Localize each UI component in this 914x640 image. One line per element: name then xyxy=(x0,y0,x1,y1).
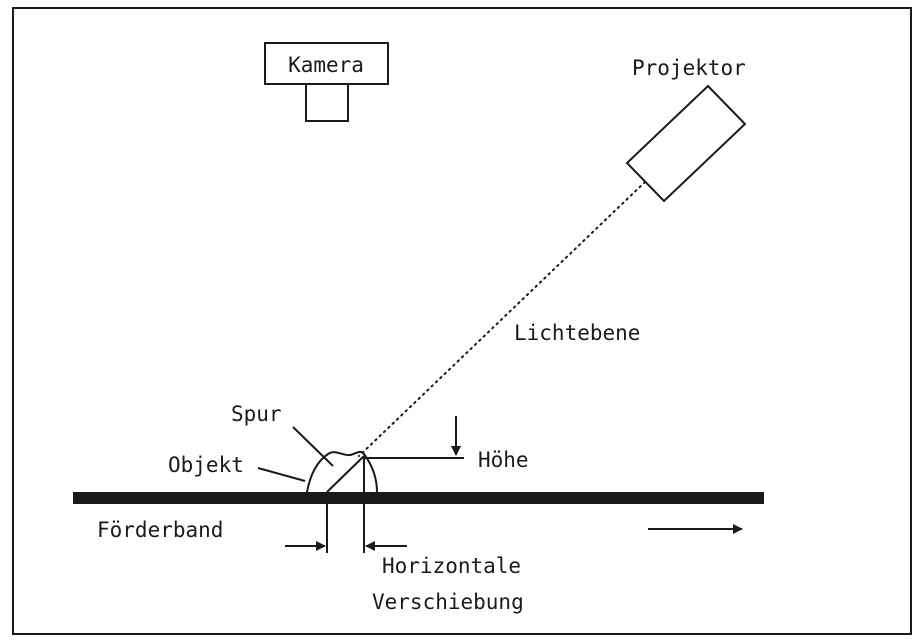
diagram-frame xyxy=(12,7,912,635)
light-plane-line xyxy=(358,181,646,457)
object-label: Objekt xyxy=(168,453,244,477)
object-trace-line xyxy=(326,455,365,493)
light-plane-label: Lichtebene xyxy=(514,321,640,345)
camera-label: Kamera xyxy=(288,53,364,77)
projector-body xyxy=(625,84,747,203)
object-leader xyxy=(257,467,306,482)
projector: Projektor xyxy=(625,56,747,203)
shift-label-line2: Verschiebung xyxy=(372,590,524,614)
conveyor-label: Förderband xyxy=(97,518,223,542)
height-marker: Höhe xyxy=(364,416,529,472)
camera-lens xyxy=(305,83,349,122)
horizontal-shift-marker: Horizontale Verschiebung xyxy=(285,458,524,614)
shift-label-line1: Horizontale xyxy=(382,554,521,578)
conveyor-belt xyxy=(73,492,764,504)
trace-leader xyxy=(292,426,334,467)
object xyxy=(306,450,378,493)
trace-label: Spur xyxy=(231,402,282,426)
projector-label: Projektor xyxy=(632,56,746,80)
object-outline xyxy=(306,450,378,493)
height-label: Höhe xyxy=(478,448,529,472)
camera: Kamera xyxy=(264,42,389,122)
